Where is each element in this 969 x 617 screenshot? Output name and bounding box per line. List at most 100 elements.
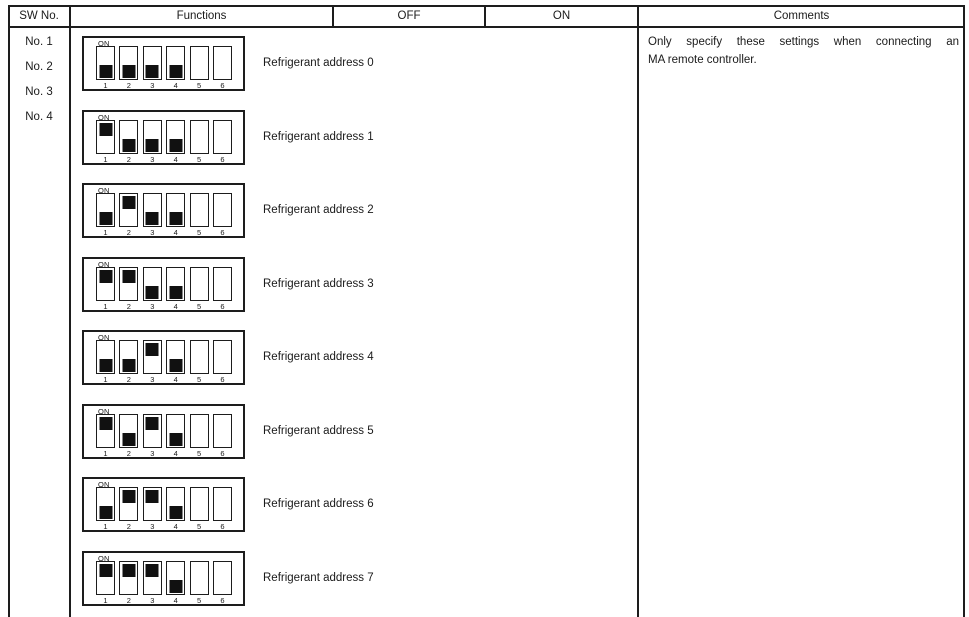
column-divider-on	[484, 5, 486, 28]
dip-pin-label-2: 2	[126, 375, 131, 384]
dip-switch-slot-5	[189, 267, 209, 301]
dip-switch-slot-1	[96, 340, 115, 374]
dip-pin-label-2: 2	[126, 81, 131, 90]
dip-switch-slot-2	[119, 561, 139, 595]
dip-switch-slot-1	[96, 267, 115, 301]
function-label: Refrigerant address 4	[263, 351, 374, 363]
dip-switch-slot-3	[142, 487, 162, 521]
dip-switch-4-position-indicator	[169, 64, 183, 78]
dip-on-label: ON	[98, 259, 110, 269]
dip-switch-1-position-indicator	[99, 122, 112, 136]
dip-switch-1-position-indicator	[99, 269, 112, 283]
dip-pin-label-4: 4	[173, 596, 178, 605]
dip-switch-slot-4	[166, 561, 186, 595]
dip-switch-slot-2	[119, 414, 139, 448]
header-off: OFF	[397, 10, 421, 22]
dip-pin-label-1: 1	[103, 596, 108, 605]
dip-pin-label-4: 4	[173, 81, 178, 90]
dip-pin-label-1: 1	[103, 81, 108, 90]
dip-pin-label-1: 1	[103, 375, 108, 384]
dip-pin-label-4: 4	[173, 302, 178, 311]
dip-switch-slot-4	[166, 414, 186, 448]
header-comments: Comments	[773, 10, 830, 22]
dip-switch-slot-4	[166, 120, 186, 154]
dip-switch-slot-1	[96, 120, 115, 154]
dip-switch-4-position-indicator	[169, 579, 183, 593]
dip-pin-label-6: 6	[220, 449, 225, 458]
dip-pin-label-1: 1	[103, 522, 108, 531]
dip-switch-2-position-indicator	[122, 563, 136, 577]
dip-switch-4-position-indicator	[169, 285, 183, 299]
dip-on-label: ON	[98, 112, 110, 122]
sw-number: No. 4	[25, 111, 53, 123]
dip-pin-label-5: 5	[197, 302, 202, 311]
sw-number: No. 1	[25, 36, 53, 48]
column-divider-off	[332, 5, 334, 28]
sw-number: No. 3	[25, 86, 53, 98]
dip-switch-2-position-indicator	[122, 358, 136, 372]
dip-pin-label-5: 5	[197, 375, 202, 384]
dip-switch-slot-3	[142, 46, 162, 80]
dip-switch-1-position-indicator	[99, 358, 112, 372]
dip-pin-label-1: 1	[103, 228, 108, 237]
function-label: Refrigerant address 6	[263, 498, 374, 510]
dip-switch-4-position-indicator	[169, 358, 183, 372]
dip-switch-slot-5	[189, 561, 209, 595]
dip-pin-label-1: 1	[103, 302, 108, 311]
function-label: Refrigerant address 3	[263, 278, 374, 290]
dip-pin-label-4: 4	[173, 375, 178, 384]
dip-switch-slot-6	[213, 487, 232, 521]
dip-switch-4-position-indicator	[169, 505, 183, 519]
dip-switch-slot-5	[189, 46, 209, 80]
dip-switch-slot-1	[96, 561, 115, 595]
dip-switch-slot-5	[189, 193, 209, 227]
dip-switch-slot-6	[213, 46, 232, 80]
dip-pin-label-3: 3	[150, 596, 155, 605]
dip-pin-label-6: 6	[220, 81, 225, 90]
dip-switch-3-position-indicator	[145, 489, 159, 503]
dip-switch-slot-3	[142, 267, 162, 301]
dip-switch-slot-3	[142, 414, 162, 448]
dip-switch-2-position-indicator	[122, 138, 136, 152]
dip-switch-slot-6	[213, 561, 232, 595]
dip-pin-label-6: 6	[220, 522, 225, 531]
dip-on-label: ON	[98, 185, 110, 195]
comments-text-line-1: Only specify these settings when connect…	[648, 36, 959, 48]
function-label: Refrigerant address 1	[263, 131, 374, 143]
dip-pin-label-3: 3	[150, 302, 155, 311]
dip-pin-label-3: 3	[150, 449, 155, 458]
dip-switch-slot-2	[119, 487, 139, 521]
dip-pin-label-5: 5	[197, 228, 202, 237]
dip-on-label: ON	[98, 553, 110, 563]
dip-on-label: ON	[98, 406, 110, 416]
dip-switch-3-position-indicator	[145, 342, 159, 356]
dip-switch-slot-1	[96, 46, 115, 80]
dip-switch-slot-6	[213, 267, 232, 301]
dip-switch-2-position-indicator	[122, 432, 136, 446]
dip-pin-label-3: 3	[150, 155, 155, 164]
dip-pin-label-5: 5	[197, 81, 202, 90]
dip-switch-1-position-indicator	[99, 563, 112, 577]
dip-pin-label-6: 6	[220, 375, 225, 384]
dip-switch-slot-4	[166, 340, 186, 374]
dip-switch-1-position-indicator	[99, 416, 112, 430]
header-sw-no: SW No.	[19, 10, 59, 22]
function-label: Refrigerant address 7	[263, 572, 374, 584]
dip-switch-3-position-indicator	[145, 211, 159, 225]
dip-switch-slot-2	[119, 193, 139, 227]
dip-switch-slot-6	[213, 340, 232, 374]
header-divider	[8, 26, 965, 28]
dip-pin-label-2: 2	[126, 228, 131, 237]
dip-pin-label-4: 4	[173, 449, 178, 458]
